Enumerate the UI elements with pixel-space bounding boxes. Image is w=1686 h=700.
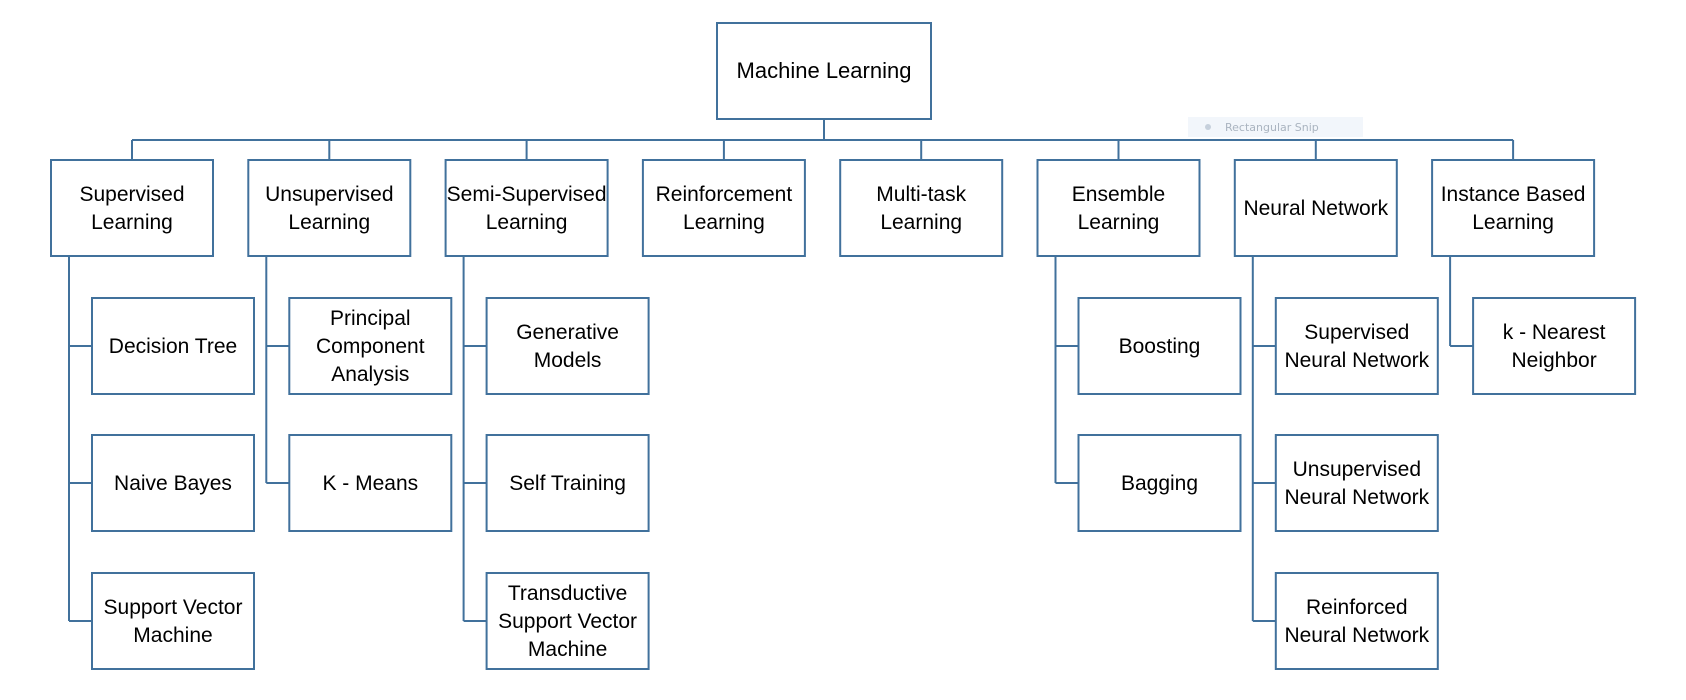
- category-ensemble-label-line: Ensemble: [1072, 183, 1165, 206]
- category-multi-task-label-line: Multi-task: [876, 183, 966, 206]
- node-supervised-1-box: [91, 434, 255, 532]
- category-instance-based-label-line: Instance Based: [1441, 183, 1586, 206]
- node-instance-based-0-label-line: k - Nearest: [1503, 321, 1606, 344]
- category-semi-supervised-box: [444, 159, 609, 257]
- category-supervised-box: [50, 159, 214, 257]
- node-supervised-2-label-line: Support Vector: [104, 596, 243, 619]
- node-supervised-2-label-line: Machine: [133, 624, 212, 647]
- connector-lines: [68, 119, 1515, 622]
- root-machine-learning-label-line: Machine Learning: [737, 58, 912, 83]
- category-neural-network: Neural Network: [1233, 159, 1398, 257]
- node-semi-supervised-2-label-line: Machine: [528, 638, 607, 661]
- category-reinforcement-label-line: Learning: [683, 211, 765, 234]
- category-instance-based-label-line: Learning: [1472, 211, 1554, 234]
- category-semi-supervised-label-line: Learning: [486, 211, 568, 234]
- node-instance-based-0-box: [1472, 297, 1637, 395]
- node-ensemble-1-box: [1077, 434, 1242, 532]
- category-unsupervised-label-line: Learning: [288, 211, 370, 234]
- category-reinforcement-box: [641, 159, 806, 257]
- node-supervised-2-box: [91, 572, 255, 670]
- node-supervised-0: Decision Tree: [91, 297, 255, 395]
- node-neural-network-0-label-line: Neural Network: [1284, 349, 1429, 372]
- node-ensemble-1: Bagging: [1077, 434, 1242, 532]
- node-semi-supervised-0-label-line: Models: [534, 349, 602, 372]
- node-ensemble-0-box: [1077, 297, 1242, 395]
- node-ensemble-0-label-line: Boosting: [1119, 335, 1201, 358]
- node-semi-supervised-2-box: [485, 572, 650, 670]
- node-unsupervised-1: K - Means: [288, 434, 453, 532]
- node-supervised-1: Naive Bayes: [91, 434, 255, 532]
- node-unsupervised-1-label-line: K - Means: [322, 472, 418, 495]
- node-unsupervised-0-label-line: Analysis: [331, 363, 409, 386]
- category-supervised-label-line: Supervised: [79, 183, 184, 206]
- node-semi-supervised-2-label-line: Support Vector: [498, 610, 637, 633]
- node-neural-network-2-label-line: Neural Network: [1284, 624, 1429, 647]
- node-unsupervised-1-box: [288, 434, 453, 532]
- node-neural-network-0-box: [1274, 297, 1439, 395]
- node-unsupervised-0-label-line: Principal: [330, 307, 411, 330]
- node-semi-supervised-1-label-line: Self Training: [509, 472, 626, 495]
- node-ensemble-1-label-line: Bagging: [1121, 472, 1198, 495]
- node-semi-supervised-0-label-line: Generative: [516, 321, 619, 344]
- root-machine-learning: Machine Learning: [716, 22, 932, 120]
- category-ensemble-label-line: Learning: [1078, 211, 1160, 234]
- node-unsupervised-0-label-line: Component: [316, 335, 425, 358]
- node-semi-supervised-1: Self Training: [485, 434, 650, 532]
- category-reinforcement-label-line: Reinforcement: [656, 183, 793, 206]
- node-semi-supervised-1-box: [485, 434, 650, 532]
- watermark-label: Rectangular Snip: [1225, 121, 1319, 134]
- category-instance-based-box: [1431, 159, 1596, 257]
- node-neural-network-2-label-line: Reinforced: [1306, 596, 1408, 619]
- category-unsupervised-label-line: Unsupervised: [265, 183, 393, 206]
- node-boxes: Machine LearningSupervisedLearningDecisi…: [50, 22, 1637, 670]
- node-semi-supervised-2-label-line: Transductive: [508, 582, 627, 605]
- category-multi-task-label-line: Learning: [880, 211, 962, 234]
- category-ensemble-box: [1036, 159, 1201, 257]
- node-semi-supervised-0-box: [485, 297, 650, 395]
- node-instance-based-0-label-line: Neighbor: [1511, 349, 1596, 372]
- category-neural-network-label-line: Neural Network: [1243, 197, 1388, 220]
- node-neural-network-1-box: [1274, 434, 1439, 532]
- node-neural-network-1-label-line: Neural Network: [1284, 486, 1429, 509]
- node-neural-network-2-box: [1274, 572, 1439, 670]
- node-ensemble-0: Boosting: [1077, 297, 1242, 395]
- watermark-rectangular-snip: Rectangular Snip: [1188, 117, 1363, 137]
- node-supervised-0-label-line: Decision Tree: [109, 335, 237, 358]
- node-unsupervised-0-box: [288, 297, 453, 395]
- category-multi-task-box: [839, 159, 1004, 257]
- category-unsupervised-box: [247, 159, 412, 257]
- node-neural-network-1-label-line: Unsupervised: [1293, 458, 1421, 481]
- category-neural-network-box: [1233, 159, 1398, 257]
- node-supervised-1-label-line: Naive Bayes: [114, 472, 232, 495]
- node-neural-network-0-label-line: Supervised: [1304, 321, 1409, 344]
- category-supervised-label-line: Learning: [91, 211, 173, 234]
- root-machine-learning-box: [716, 22, 932, 120]
- node-supervised-0-box: [91, 297, 255, 395]
- category-semi-supervised-label-line: Semi-Supervised: [447, 183, 607, 206]
